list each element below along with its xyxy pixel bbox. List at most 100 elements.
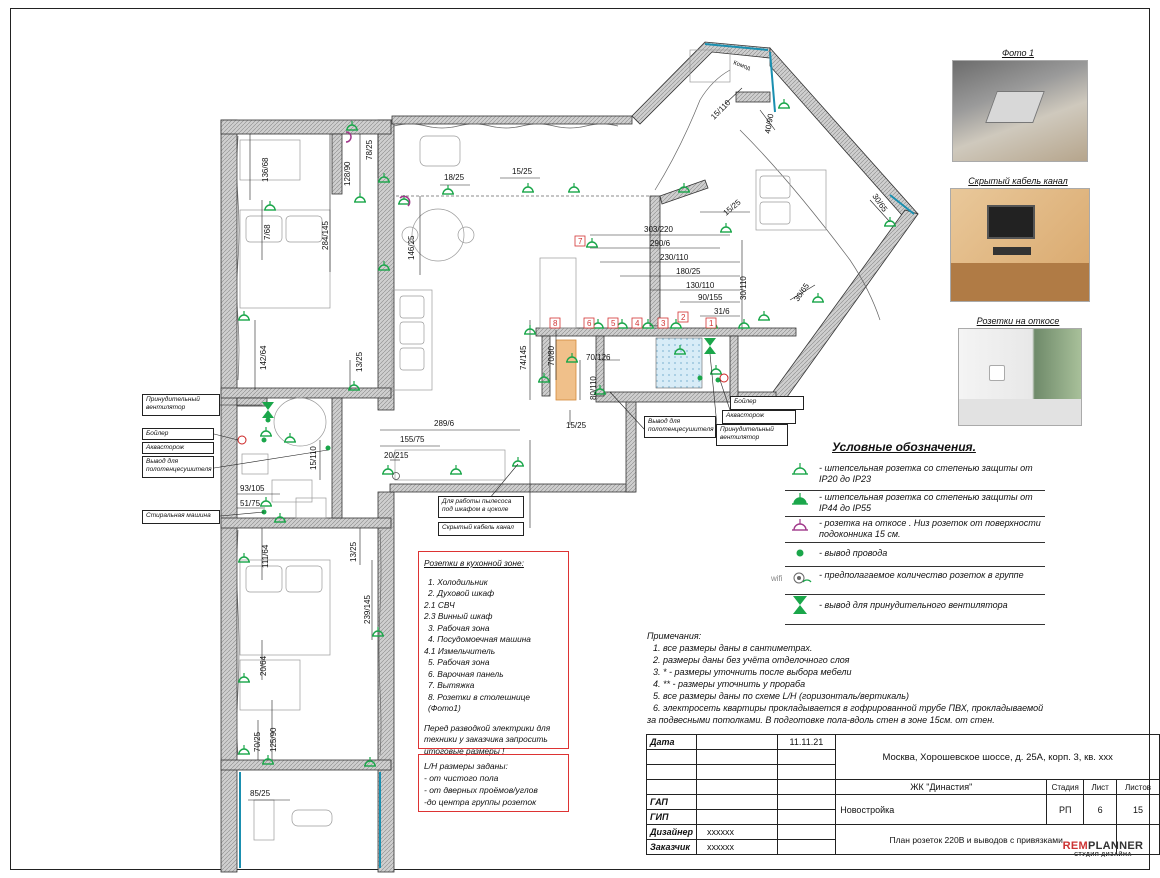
fan-outlet-icon [793, 596, 807, 614]
empty-cell [696, 734, 778, 750]
callout-washer: Стиральная машина [142, 510, 220, 524]
kitchen-item: 8. Розетки в столешнице (Фото1) [428, 691, 530, 714]
stage-value: РП [1046, 794, 1085, 825]
empty-cell [696, 749, 778, 765]
svg-text:136/68: 136/68 [261, 157, 270, 182]
callout-towel-right: Вывод для полотенцесушителя [644, 416, 716, 438]
svg-text:303/220: 303/220 [644, 225, 673, 234]
legend-row-wire: - вывод провода [785, 542, 1045, 567]
note-line: за подвесными потолками. В подготовке по… [647, 715, 995, 725]
media-box-icon [993, 247, 1031, 255]
empty-cell [696, 764, 778, 780]
note-line: 6. электросеть квартиры прокладывается в… [653, 703, 1044, 713]
marker-6: 6 [587, 319, 592, 328]
wire-outlet-icon [796, 549, 804, 557]
empty-cell [776, 779, 837, 795]
legend-row-ip44: - штепсельная розетка со степенью защиты… [785, 490, 1045, 517]
empty-cell [645, 764, 698, 780]
empty-cell [776, 794, 837, 810]
svg-text:74/145: 74/145 [519, 345, 528, 370]
note-line: 4. ** - размеры уточнить у прораба [653, 679, 806, 689]
sheet-label: Лист [1083, 779, 1118, 795]
svg-text:7/68: 7/68 [263, 224, 272, 240]
marker-4: 4 [635, 319, 640, 328]
legend-row-group: wifi - предполагаемое количество розеток… [771, 566, 1045, 595]
slope-sockets-image [958, 328, 1082, 426]
legend-text-ip44: - штепсельная розетка со степенью защиты… [819, 492, 1033, 513]
note-line: 2. размеры даны без учёта отделочного сл… [653, 655, 850, 665]
svg-text:15/25: 15/25 [566, 421, 587, 430]
walls [220, 41, 919, 873]
callout-hidden-channel: Скрытый кабель канал [438, 522, 524, 536]
svg-text:78/25: 78/25 [365, 139, 374, 160]
legend-row-ip20: - штепсельная розетка со степенью защиты… [785, 460, 1045, 491]
legend-text-slope: - розетка на откосе . Низ розеток от пов… [819, 518, 1041, 539]
drawing-title: План розеток 220В и выводов с привязками [835, 824, 1118, 855]
svg-text:15/25: 15/25 [722, 197, 744, 217]
socket-ip20-icon [792, 463, 808, 475]
glazing [236, 69, 881, 756]
callout-boiler-left: Бойлер [142, 428, 214, 440]
logo-cell [1116, 824, 1160, 855]
lh-box-line: - от дверных проёмов/углов [424, 785, 538, 795]
kitchen-item: 2.1 СВЧ [424, 599, 455, 610]
marker-7: 7 [578, 237, 583, 246]
svg-text:128/90: 128/90 [343, 161, 352, 186]
svg-text:51/75: 51/75 [240, 499, 261, 508]
marker-3: 3 [661, 319, 666, 328]
svg-text:230/110: 230/110 [660, 253, 689, 262]
marker-8: 8 [553, 319, 558, 328]
callout-vacuum: Для работы пылесоса под шкафом в цоколе [438, 496, 524, 518]
socket-group-icon [392, 472, 400, 480]
empty-cell [776, 824, 837, 840]
empty-cell [776, 764, 837, 780]
logo-subtitle: СТУДИЯ ДИЗАЙНА [1074, 852, 1132, 858]
legend-row-fan: - вывод для принудительного вентилятора [785, 594, 1045, 625]
customer-value: хххххх [696, 839, 778, 855]
lh-box-line: -до центра группы розеток [424, 797, 537, 807]
photo1-caption: Фото 1 [1001, 48, 1035, 58]
notes-title: Примечания: [647, 631, 702, 641]
boiler-icon [237, 435, 247, 445]
kitchen-item: 2.3 Винный шкаф [424, 611, 493, 621]
slope-sockets [345, 131, 411, 207]
svg-text:93/105: 93/105 [240, 484, 265, 493]
svg-text:85/25: 85/25 [250, 789, 271, 798]
boiler-icon-right [719, 373, 729, 383]
kitchen-column [555, 339, 577, 401]
svg-text:30/110: 30/110 [739, 276, 748, 300]
dimension-lines [237, 87, 891, 801]
svg-text:13/25: 13/25 [355, 351, 364, 372]
empty-cell [776, 839, 837, 855]
svg-text:146/25: 146/25 [407, 235, 416, 260]
kitchen-item: 1. Холодильник [428, 576, 488, 587]
kitchen-item: 3. Рабочая зона [428, 622, 490, 633]
kitchen-box-footer: Перед разводкой электрики для техники у … [424, 722, 551, 756]
callout-fan-left: Принудительный вентилятор [142, 394, 220, 416]
callout-fan-right: Принудительный вентилятор [716, 424, 788, 446]
svg-text:40/90: 40/90 [763, 113, 775, 135]
title-block: Дата 11.11.21 Москва, Хорошевское шоссе,… [645, 734, 1160, 855]
logo-rem: REM [1062, 840, 1089, 852]
svg-text:125/90: 125/90 [269, 727, 278, 752]
date-label: Дата [645, 734, 698, 750]
gap-label: ГАП [645, 794, 698, 810]
svg-text:239/145: 239/145 [363, 595, 372, 624]
slope-socket-icon [792, 519, 808, 531]
tv-stand-icon [951, 263, 1089, 301]
countertop-socket-icon [985, 91, 1045, 123]
hidden-channel-image [950, 188, 1090, 302]
kitchen-item: 6. Варочная панель [428, 668, 504, 679]
kitchen-item: 4.1 Измельчитель [424, 645, 496, 656]
svg-text:15/110: 15/110 [709, 98, 733, 122]
windowsill-icon [959, 399, 1081, 425]
legend-text-group: - предполагаемое количество розеток в гр… [819, 570, 1024, 580]
callout-towel-left: Вывод для полотенцесушителя [142, 456, 214, 478]
designer-label: Дизайнер [645, 824, 698, 840]
svg-text:155/75: 155/75 [400, 435, 425, 444]
socket-ip44-icon [792, 493, 808, 505]
callout-boiler-right: Бойлер [730, 396, 804, 410]
hidden-channel-caption: Скрытый кабель канал [968, 176, 1068, 186]
